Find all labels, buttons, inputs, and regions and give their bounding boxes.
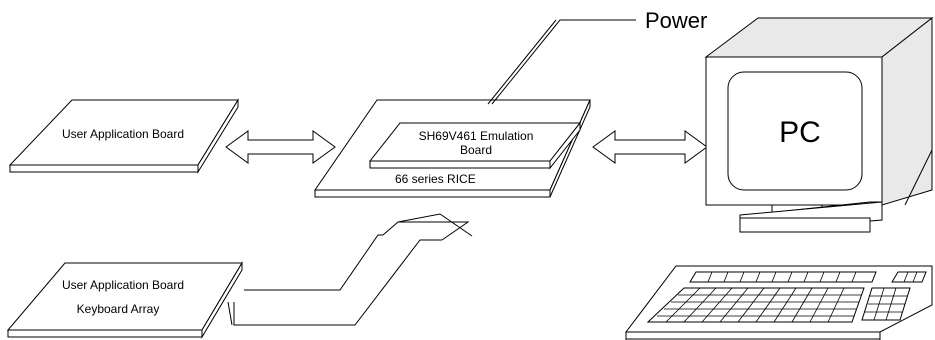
pc-monitor: PC	[704, 16, 934, 206]
connector-arrow-board-to-rice	[227, 213, 473, 326]
rice-label: 66 series RICE	[395, 172, 476, 186]
emulation-board-label-line1: SH69V461 Emulation	[419, 129, 534, 143]
user-board-bottom-label-line2: Keyboard Array	[77, 302, 160, 316]
double-arrow-board-rice	[225, 130, 336, 164]
user-application-board-bottom: User Application Board Keyboard Array	[6, 261, 243, 339]
keyboard	[624, 265, 933, 340]
emulation-board-label-line2: Board	[460, 143, 492, 157]
double-arrow-rice-pc	[592, 130, 708, 164]
power-callout: Power	[487, 8, 707, 105]
power-label: Power	[645, 8, 707, 33]
pc-label: PC	[779, 116, 821, 149]
user-application-board-top: User Application Board	[8, 98, 239, 174]
user-board-top-label: User Application Board	[62, 127, 184, 141]
user-board-bottom-label-line1: User Application Board	[62, 278, 184, 292]
emulation-board: SH69V461 Emulation Board	[368, 121, 582, 170]
pc-monitor-stand	[739, 201, 883, 233]
keyboard-keys	[657, 271, 918, 323]
